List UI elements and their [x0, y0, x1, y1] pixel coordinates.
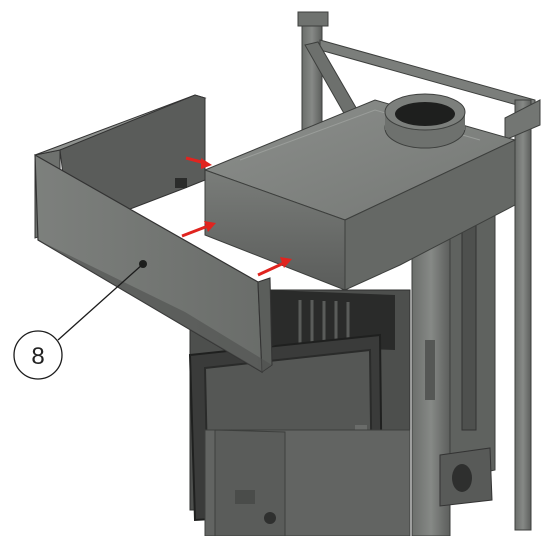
callout-8: 8 — [13, 263, 144, 380]
callout-label: 8 — [31, 343, 44, 370]
arrow-upper — [185, 156, 212, 169]
arrow-right — [257, 257, 292, 277]
arrow-middle — [181, 221, 216, 238]
support-frame — [297, 11, 541, 536]
callout-leader-line — [57, 263, 144, 341]
callout-circle — [13, 330, 63, 380]
firebox-housing — [203, 93, 517, 291]
cladding-panel-part-8 — [34, 94, 273, 374]
assembly-arrows — [181, 156, 292, 277]
